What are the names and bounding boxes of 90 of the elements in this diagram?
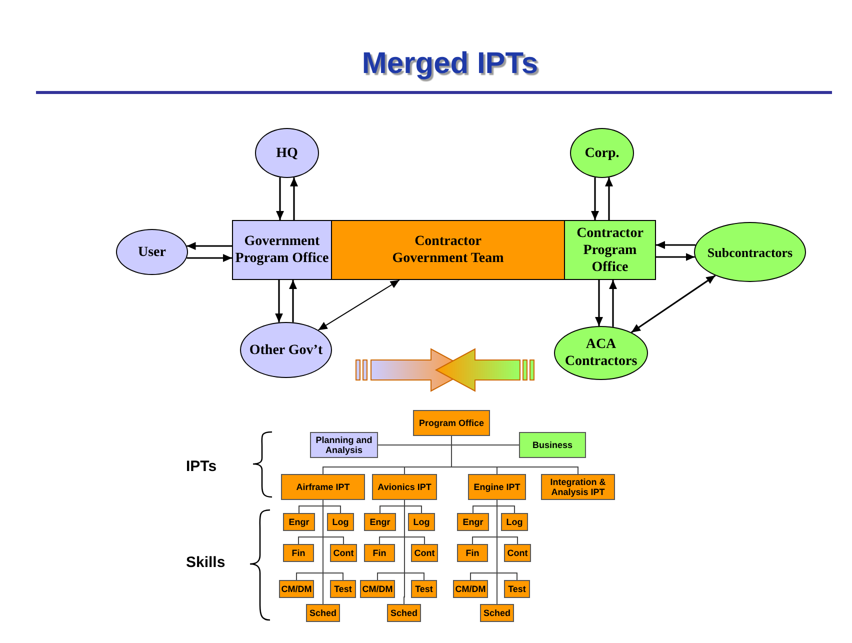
arrow — [605, 177, 613, 220]
org-box — [364, 513, 396, 531]
org-box — [457, 544, 488, 562]
org-box — [453, 580, 488, 598]
org-box — [283, 513, 315, 531]
node-label: Fin — [466, 548, 480, 558]
title: Merged IPTs — [360, 46, 540, 82]
node-label: Cont — [414, 548, 435, 558]
node-label: Program Office — [418, 418, 484, 428]
arrow — [290, 177, 298, 220]
connector-line — [404, 500, 405, 604]
org-box — [364, 544, 395, 562]
arrow — [595, 280, 603, 326]
org-box — [310, 432, 378, 458]
node-label: Avionics IPT — [378, 482, 432, 492]
node-label: Log — [506, 517, 523, 527]
arrow — [656, 241, 696, 249]
org-box — [541, 474, 615, 500]
org-box — [330, 580, 356, 598]
process-box — [332, 220, 564, 280]
org-box — [504, 580, 530, 598]
node-label: Log — [413, 517, 430, 527]
group-label: IPTs — [186, 458, 217, 476]
node-label: CM/DM — [281, 584, 312, 594]
org-box — [501, 513, 528, 531]
node-label: Log — [332, 517, 349, 527]
org-box — [457, 513, 489, 531]
arrow — [275, 280, 283, 322]
arrow — [609, 280, 617, 327]
node-label: HQ — [276, 144, 298, 162]
node-label: Fin — [372, 548, 386, 558]
arrow — [656, 253, 695, 261]
node-label: Government Team — [392, 250, 504, 267]
connector-line — [496, 500, 498, 604]
org-box — [330, 544, 357, 562]
node-label: Engr — [288, 517, 310, 527]
org-box — [281, 474, 365, 500]
org-box — [519, 432, 586, 458]
connector-line — [322, 500, 324, 604]
node-label: Engr — [370, 517, 390, 527]
org-box — [411, 580, 437, 598]
arrow — [186, 242, 232, 250]
node-label: Test — [508, 584, 526, 594]
arrow — [276, 177, 284, 220]
node-label: Sched — [390, 608, 418, 618]
org-box — [360, 580, 395, 598]
node-label: Sched — [309, 608, 336, 618]
arrow — [591, 177, 599, 220]
connector-line — [451, 436, 578, 474]
node-label: Business — [532, 440, 573, 450]
node-label: Corp. — [584, 144, 620, 162]
node-label: CM/DM — [362, 584, 393, 594]
org-box — [480, 604, 514, 622]
org-box — [306, 604, 340, 622]
node-label: Engine IPT — [474, 482, 520, 492]
node-label: Engr — [462, 517, 484, 527]
process-box — [564, 220, 656, 280]
node-label: Cont — [333, 548, 354, 558]
org-box — [504, 544, 531, 562]
org-box — [468, 474, 526, 500]
org-box — [413, 410, 490, 436]
node-label: Fin — [292, 548, 306, 558]
node-label: Subcontractors — [707, 244, 793, 260]
node-label: Contractor Program Office — [576, 224, 644, 276]
node-label: User — [138, 244, 166, 260]
node-label: Government Program Office — [234, 233, 330, 267]
node-label: Other Gov’t — [249, 342, 323, 358]
node-label: Test — [334, 584, 352, 594]
org-box — [408, 513, 435, 531]
group-label: Skills — [186, 554, 226, 572]
org-box — [327, 513, 354, 531]
org-box — [279, 580, 314, 598]
node-label: Airframe IPT — [296, 482, 350, 492]
node-label: Integration & Analysis IPT — [549, 477, 607, 497]
node-label: Cont — [507, 548, 528, 558]
process-box — [232, 220, 332, 280]
arrow — [630, 274, 716, 334]
org-box — [283, 544, 314, 562]
node-label: Contractor — [414, 233, 482, 250]
node-label: Planning and Analysis — [314, 435, 374, 455]
arrow — [289, 280, 297, 322]
arrow — [318, 280, 400, 331]
org-box — [387, 604, 421, 622]
node-label: CM/DM — [455, 584, 486, 594]
arrow — [186, 254, 232, 262]
org-box — [372, 474, 437, 500]
node-label: Sched — [483, 608, 510, 618]
org-box — [411, 544, 438, 562]
node-label: ACA Contractors — [564, 336, 638, 370]
node-label: Test — [415, 584, 433, 594]
